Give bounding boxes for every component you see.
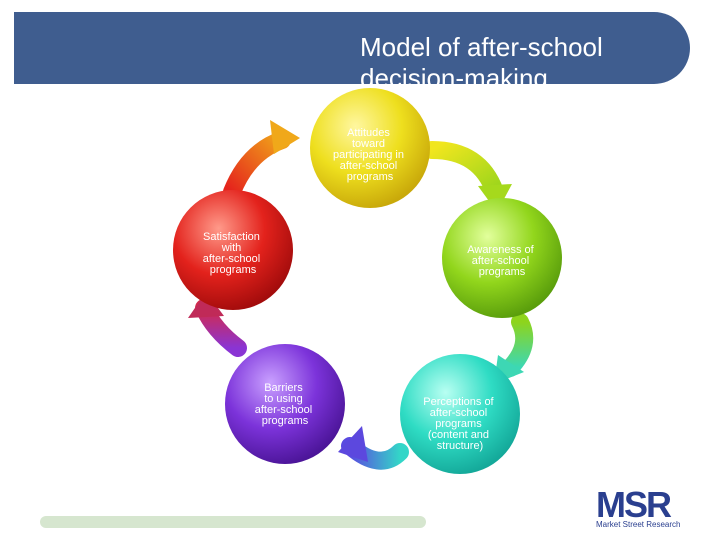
- logo-mark: MSR: [596, 484, 672, 525]
- logo-text: Market Street Research: [596, 520, 681, 529]
- node-perceptions-line-2: after-school: [430, 407, 487, 419]
- node-perceptions-line-3: programs: [435, 418, 482, 430]
- arrow-barriers-to-satisfaction: [188, 292, 247, 357]
- node-satisfaction-line-3: after-school: [203, 253, 260, 265]
- node-attitudes-line-2: toward: [352, 138, 385, 150]
- node-barriers-line-4: programs: [262, 415, 309, 427]
- node-perceptions-line-5: structure): [437, 440, 483, 452]
- node-attitudes-label: Attitudes toward participating in after-…: [333, 127, 407, 183]
- node-barriers-line-1: Barriers: [264, 382, 303, 394]
- node-awareness-line-1: Awareness of: [467, 244, 534, 256]
- node-awareness-label: Awareness of after-school programs: [467, 244, 537, 278]
- node-awareness: Awareness of after-school programs: [442, 198, 562, 318]
- node-barriers-line-3: after-school: [255, 404, 312, 416]
- node-barriers-label: Barriers to using after-school programs: [255, 382, 316, 427]
- node-barriers-line-2: to using: [264, 393, 303, 405]
- node-satisfaction-label: Satisfaction with after-school programs: [203, 231, 264, 276]
- node-satisfaction-line-1: Satisfaction: [203, 231, 260, 243]
- node-attitudes-line-1: Attitudes: [347, 127, 390, 139]
- node-attitudes: Attitudes toward participating in after-…: [310, 88, 430, 208]
- node-perceptions-line-4: (content and: [428, 429, 489, 441]
- slide-title-line-1: Model of after-school: [360, 32, 603, 62]
- node-barriers: Barriers to using after-school programs: [225, 344, 345, 464]
- node-perceptions: Perceptions of after-school programs (co…: [400, 354, 520, 474]
- slide-title-line-2: decision-making: [360, 63, 548, 93]
- node-awareness-line-3: programs: [479, 266, 526, 278]
- msr-logo: MSR Market Street Research: [596, 484, 708, 534]
- node-satisfaction-line-4: programs: [210, 264, 257, 276]
- slide-title: Model of after-school decision-making: [360, 32, 700, 94]
- node-perceptions-label: Perceptions of after-school programs (co…: [423, 396, 496, 452]
- node-attitudes-line-3: participating in: [333, 149, 404, 161]
- node-perceptions-line-1: Perceptions of: [423, 396, 494, 408]
- node-attitudes-line-4: after-school: [340, 160, 397, 172]
- arrow-perceptions-to-barriers: [338, 426, 409, 470]
- arrow-satisfaction-to-attitudes: [223, 120, 300, 201]
- footer-bar: [40, 516, 426, 528]
- node-satisfaction-line-2: with: [221, 242, 242, 254]
- node-satisfaction: Satisfaction with after-school programs: [173, 190, 293, 310]
- node-awareness-line-2: after-school: [472, 255, 529, 267]
- node-attitudes-line-5: programs: [347, 171, 394, 183]
- title-bar: Model of after-school decision-making: [14, 12, 690, 93]
- arrow-attitudes-to-awareness: [423, 141, 512, 212]
